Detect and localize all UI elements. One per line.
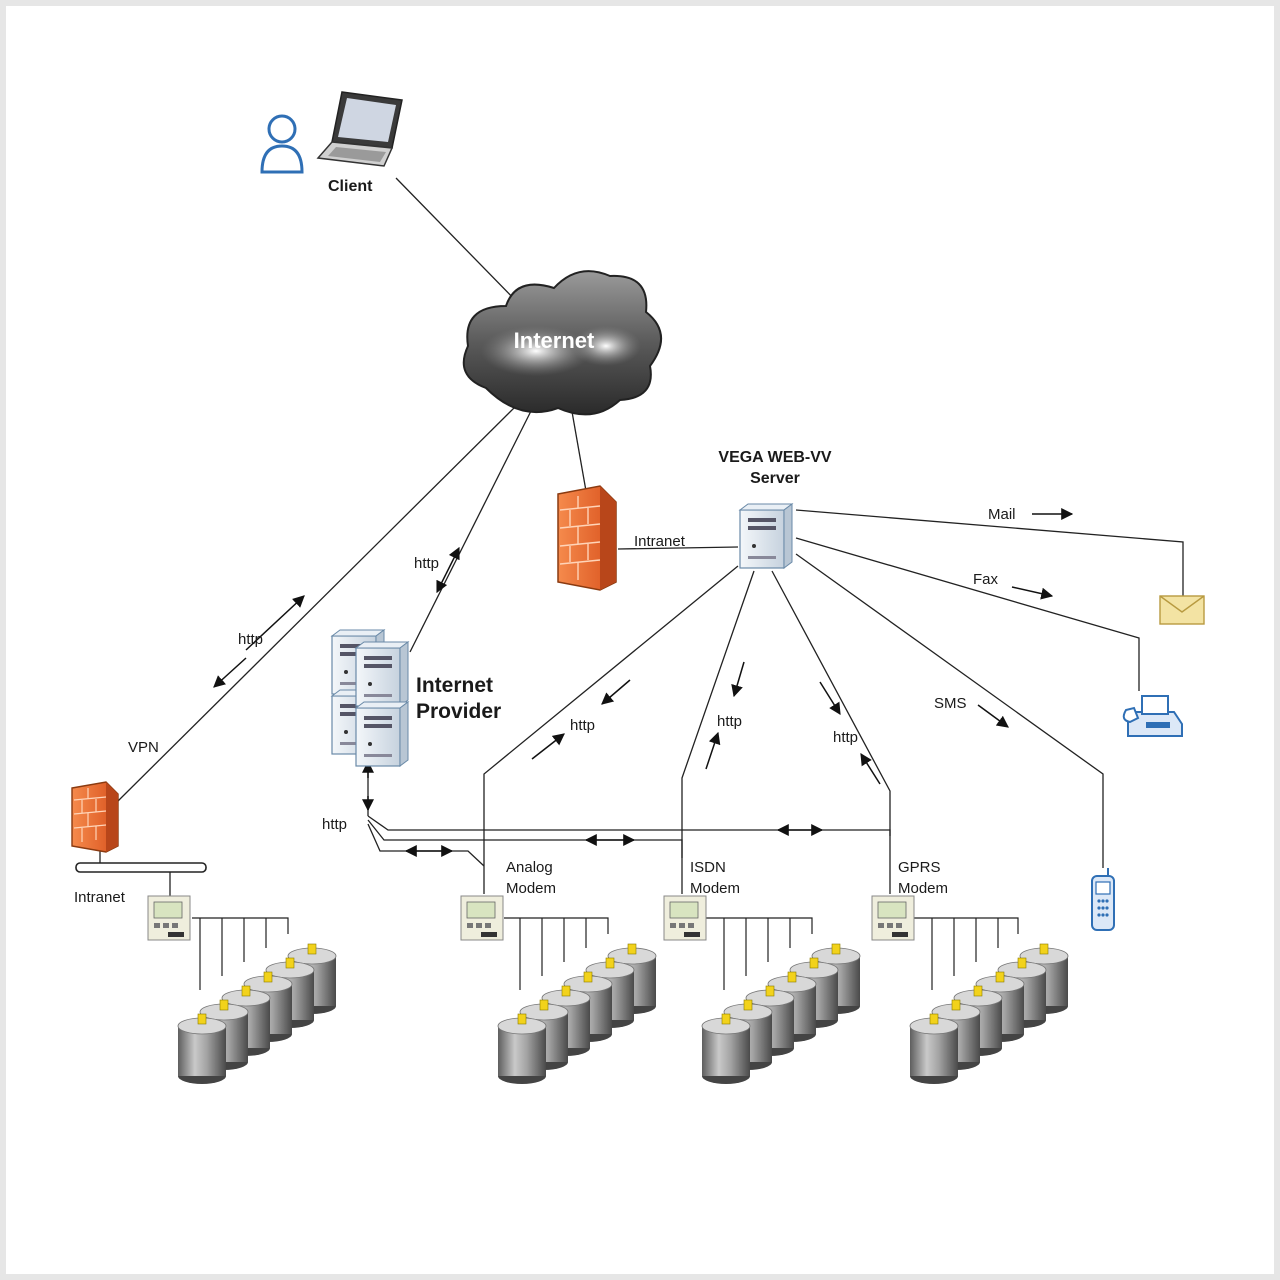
sms-label: SMS <box>934 695 967 712</box>
sms-link <box>795 553 1104 868</box>
tank-group-icon <box>702 944 860 1084</box>
internet-provider-label-line1: Internet <box>416 674 493 697</box>
mail-label: Mail <box>988 506 1016 523</box>
analog-modem-label-line1: Analog <box>506 859 553 876</box>
tank-group-intranet <box>147 895 336 1084</box>
direction-arrows <box>213 508 1074 857</box>
intranet-left-label: Intranet <box>74 889 126 906</box>
tank-group-analog <box>460 895 656 1084</box>
provider-gprs-bus <box>367 815 891 836</box>
http-isdn-label: http <box>717 713 742 730</box>
user-icon <box>260 114 304 174</box>
http-vpn-label: http <box>238 631 263 648</box>
controller-unit-icon <box>663 895 707 941</box>
intranet-bus-bar <box>75 862 207 873</box>
firewall-icon <box>71 781 119 853</box>
envelope-icon <box>1159 595 1205 625</box>
controller-unit-icon <box>147 895 191 941</box>
controller-unit-icon <box>871 895 915 941</box>
tank-group-icon <box>498 944 656 1084</box>
laptop-icon <box>316 91 403 167</box>
mail-link <box>795 509 1184 600</box>
intranet-server-label: Intranet <box>634 533 686 550</box>
provider-isdn-bus <box>367 819 683 858</box>
server-label-line1: VEGA WEB-VV <box>718 449 832 466</box>
internet-provider-label-line2: Provider <box>416 700 501 723</box>
analog-modem-link <box>483 565 739 894</box>
tank-group-gprs <box>871 895 1068 1084</box>
http-gprs-label: http <box>833 729 858 746</box>
gprs-modem-link <box>771 570 891 894</box>
internet-label: Internet <box>514 328 595 353</box>
analog-modem-label-line2: Modem <box>506 880 556 897</box>
cloud-icon <box>462 270 663 416</box>
client-internet-link <box>395 177 522 307</box>
vpn-label: VPN <box>128 739 159 756</box>
http-provider-bottom-label: http <box>322 816 347 833</box>
isdn-modem-link <box>681 570 755 894</box>
server-rack-icon <box>331 629 409 767</box>
provider-internet-link <box>409 410 532 653</box>
tank-group-isdn <box>663 895 860 1084</box>
isdn-modem-label-line2: Modem <box>690 880 740 897</box>
http-provider-label: http <box>414 555 439 572</box>
gprs-modem-label-line1: GPRS <box>898 859 941 876</box>
vpn-link <box>117 405 517 802</box>
fax-label: Fax <box>973 571 999 588</box>
server-label-line2: Server <box>750 470 800 487</box>
fax-icon <box>1122 695 1183 737</box>
tank-group-icon <box>910 944 1068 1084</box>
mobile-phone-icon <box>1091 868 1115 931</box>
gprs-modem-label-line2: Modem <box>898 880 948 897</box>
client-label: Client <box>328 178 373 195</box>
tank-group-icon <box>178 944 336 1084</box>
server-icon <box>739 503 793 569</box>
diagram-canvas: Client Internet Intranet VEGA WEB-VV Ser… <box>71 91 1205 1274</box>
intranet-server-link <box>617 546 739 550</box>
controller-unit-icon <box>460 895 504 941</box>
network-diagram: Client Internet Intranet VEGA WEB-VV Ser… <box>6 6 1274 1274</box>
fax-link <box>795 537 1140 691</box>
firewall-internet-link <box>570 405 587 492</box>
isdn-modem-label-line1: ISDN <box>690 859 726 876</box>
firewall-icon <box>557 485 617 591</box>
http-analog-label: http <box>570 717 595 734</box>
